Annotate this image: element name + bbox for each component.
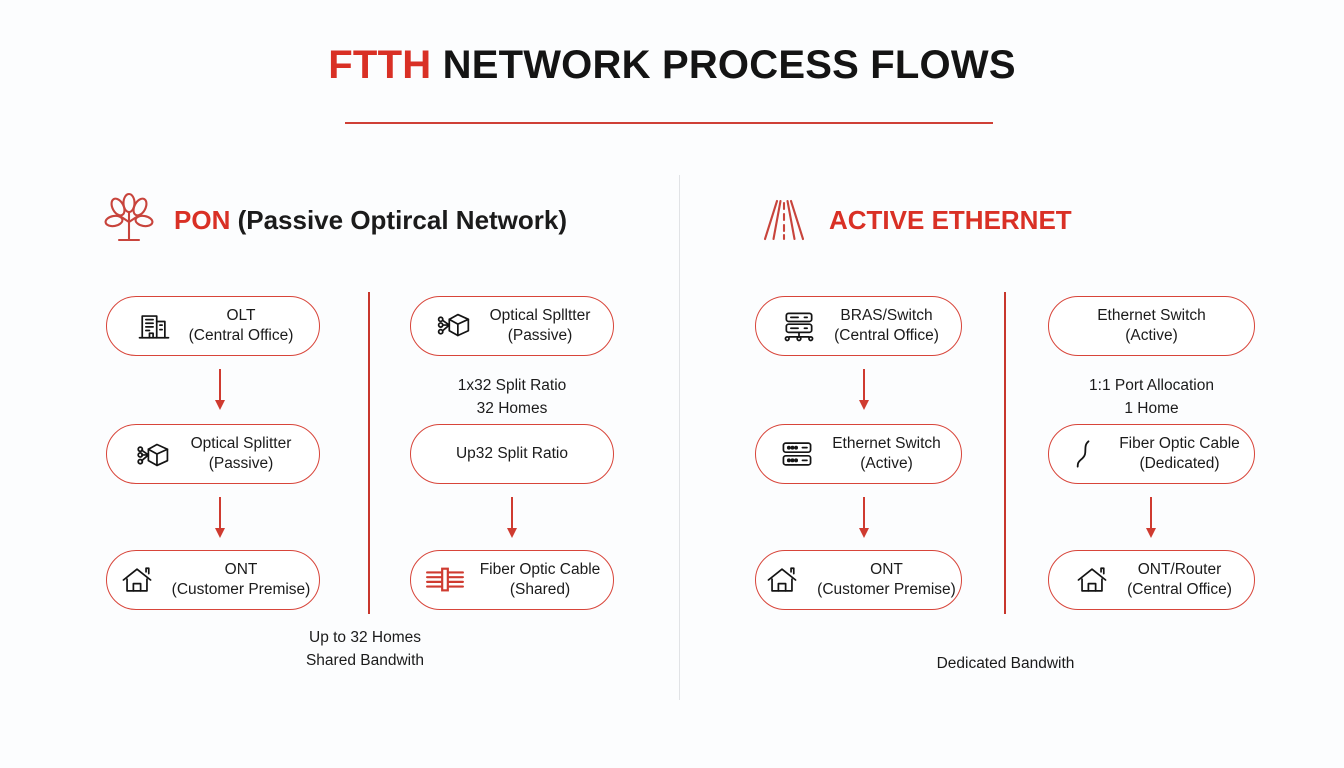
active-ethernet-column-divider — [1004, 292, 1006, 614]
section-header-active-ethernet-accent: ACTIVE ETHERNET — [829, 204, 1072, 235]
house-icon — [761, 559, 803, 601]
page-title-accent: FTTH — [328, 43, 432, 87]
node-ont-router[interactable]: ONT/Router (Central Office) — [1048, 550, 1255, 610]
arrow-down-icon — [507, 497, 517, 538]
section-header-active-ethernet: ACTIVE ETHERNET — [755, 192, 1072, 248]
arrow-down-icon — [215, 497, 225, 538]
optical-splitter-icon — [434, 305, 476, 347]
node-fiber-optic-cable-dedicated[interactable]: Fiber Optic Cable (Dedicated) — [1048, 424, 1255, 484]
server-rack-icon — [778, 305, 820, 347]
node-bras-switch-line2: (Central Office) — [834, 327, 939, 344]
node-ethernet-switch-detail-line2: (Active) — [1125, 327, 1178, 344]
node-optical-splitter-detail[interactable]: Optical Splltter (Passive) — [410, 296, 614, 356]
pon-split-caption-line1: 1x32 Split Ratio — [457, 377, 567, 394]
section-header-pon-rest: (Passive Optircal Network) — [230, 204, 568, 235]
node-up32-split-ratio-line1: Up32 Split Ratio — [455, 444, 568, 462]
node-ethernet-switch-detail-line1: Ethernet Switch — [1097, 306, 1206, 324]
pon-column-divider — [368, 292, 370, 614]
node-ont-ae-line2: (Customer Premise) — [817, 581, 956, 598]
node-olt[interactable]: OLT (Central Office) — [106, 296, 320, 356]
road-icon — [755, 192, 813, 248]
node-optical-splitter-detail-line1: Optical Splltter — [489, 306, 591, 324]
active-ethernet-footer-caption: Dedicated Bandwith — [902, 652, 1109, 675]
node-fiber-optic-cable-shared-line2: (Shared) — [509, 581, 571, 598]
fiber-strand-icon — [1063, 433, 1105, 475]
arrow-down-icon — [1146, 497, 1156, 538]
pon-footer-caption-line1: Up to 32 Homes — [309, 629, 421, 646]
active-ethernet-port-caption-line2: 1 Home — [1124, 400, 1179, 418]
network-switch-icon — [776, 433, 818, 475]
node-ont-pon-line1: ONT — [224, 560, 258, 578]
node-optical-splitter-detail-line2: (Passive) — [507, 327, 573, 344]
active-ethernet-port-caption-line1: 1:1 Port Allocation — [1089, 377, 1214, 394]
active-ethernet-port-caption: 1:1 Port Allocation 1 Home — [1048, 374, 1255, 421]
house-icon — [116, 559, 158, 601]
section-header-pon: PON (Passive Optircal Network) — [100, 192, 567, 248]
page-title: FTTH NETWORK PROCESS FLOWS — [0, 44, 1344, 86]
node-ethernet-switch-ae-line2: (Active) — [860, 455, 913, 472]
title-underline — [345, 122, 993, 124]
pon-footer-caption: Up to 32 Homes Shared Bandwith — [263, 626, 467, 673]
section-divider — [679, 175, 680, 700]
fiber-ribbon-icon — [424, 559, 466, 601]
node-olt-line2: (Central Office) — [188, 327, 294, 344]
section-header-pon-accent: PON — [174, 204, 231, 235]
node-ont-pon-line2: (Customer Premise) — [171, 581, 311, 598]
node-ont-router-line2: (Central Office) — [1127, 581, 1232, 598]
node-ethernet-switch-detail[interactable]: Ethernet Switch (Active) — [1048, 296, 1255, 356]
node-ethernet-switch-ae-line1: Ethernet Switch — [832, 434, 941, 452]
pon-split-caption: 1x32 Split Ratio 32 Homes — [410, 374, 614, 421]
building-icon — [133, 305, 175, 347]
arrow-down-icon — [215, 369, 225, 410]
house-icon — [1071, 559, 1113, 601]
active-ethernet-footer-caption-line1: Dedicated Bandwith — [936, 655, 1075, 672]
pon-footer-caption-line2: Shared Bandwith — [305, 652, 425, 670]
node-ethernet-switch-ae[interactable]: Ethernet Switch (Active) — [755, 424, 962, 484]
node-fiber-optic-cable-shared-line1: Fiber Optic Cable — [479, 560, 601, 578]
pon-split-caption-line2: 32 Homes — [476, 400, 548, 418]
node-bras-switch-line1: BRAS/Switch — [840, 306, 933, 324]
node-ont-pon[interactable]: ONT (Customer Premise) — [106, 550, 320, 610]
node-fiber-optic-cable-dedicated-line1: Fiber Optic Cable — [1119, 434, 1240, 452]
node-ont-ae[interactable]: ONT (Customer Premise) — [755, 550, 962, 610]
node-up32-split-ratio[interactable]: Up32 Split Ratio — [410, 424, 614, 484]
node-optical-splitter-pon-line1: Optical Splitter — [190, 434, 292, 452]
arrow-down-icon — [859, 497, 869, 538]
node-optical-splitter-pon-line2: (Passive) — [208, 455, 274, 472]
node-optical-splitter-pon[interactable]: Optical Splitter (Passive) — [106, 424, 320, 484]
node-olt-line1: OLT — [226, 306, 256, 324]
arrow-down-icon — [859, 369, 869, 410]
optical-splitter-icon — [135, 433, 177, 475]
node-ont-router-line1: ONT/Router — [1137, 560, 1222, 578]
page-title-rest: NETWORK PROCESS FLOWS — [431, 43, 1016, 87]
node-fiber-optic-cable-shared[interactable]: Fiber Optic Cable (Shared) — [410, 550, 614, 610]
tree-icon — [100, 192, 158, 248]
node-fiber-optic-cable-dedicated-line2: (Dedicated) — [1139, 455, 1220, 472]
node-ont-ae-line1: ONT — [870, 560, 903, 578]
node-bras-switch[interactable]: BRAS/Switch (Central Office) — [755, 296, 962, 356]
